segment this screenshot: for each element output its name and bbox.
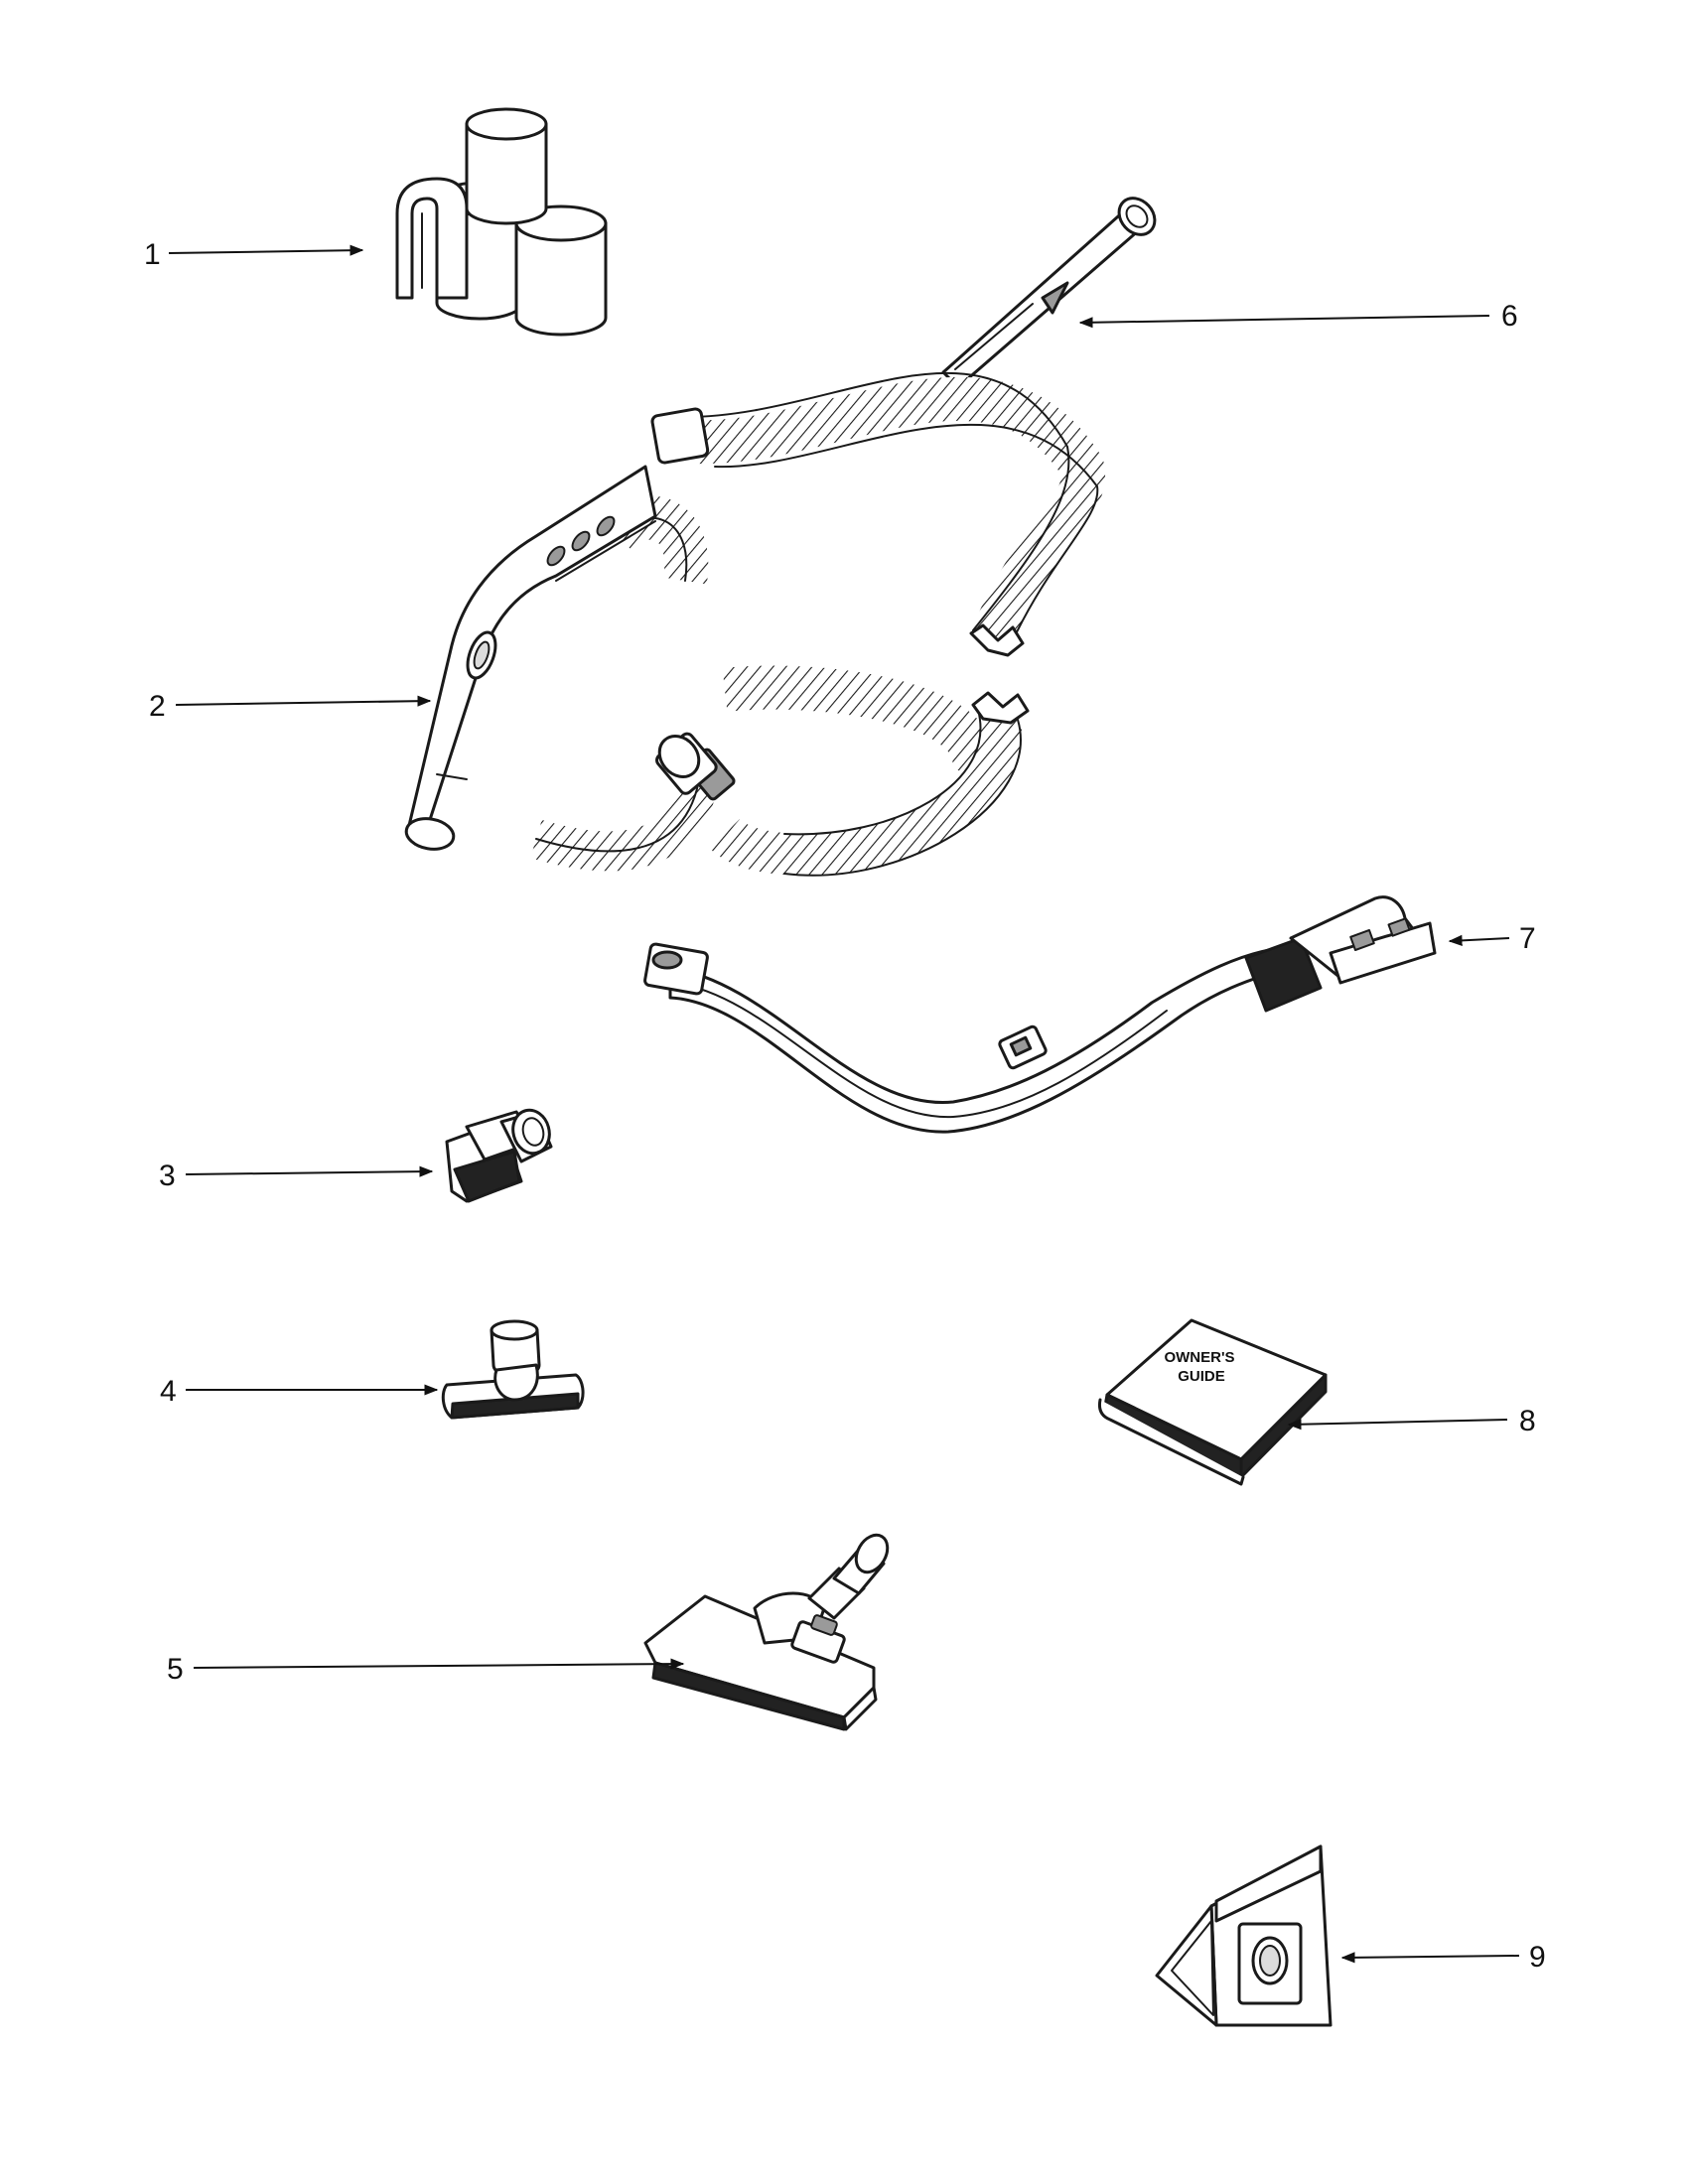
part-7-wand-illustration <box>643 895 1437 1134</box>
callout-9: 9 <box>1529 1941 1546 1974</box>
part-4-upholstery-tool-illustration <box>441 1319 585 1420</box>
callout-3: 3 <box>159 1160 176 1192</box>
callout-labels: 1 2 3 4 5 6 7 8 9 <box>144 238 1546 1974</box>
leader-3 <box>185 1165 434 1177</box>
leader-6 <box>1078 315 1490 329</box>
part-2-hose-illustration <box>404 371 1106 877</box>
leader-8 <box>1287 1419 1508 1431</box>
leader-5 <box>193 1658 685 1670</box>
callout-7: 7 <box>1519 922 1536 955</box>
callout-2: 2 <box>149 690 166 723</box>
part-3-nozzle-illustration <box>445 1108 553 1203</box>
part-8-owners-guide-illustration: OWNER'S GUIDE <box>1098 1318 1328 1486</box>
leader-9 <box>1340 1952 1520 1964</box>
part-1-tool-clip-illustration <box>395 107 608 337</box>
callout-5: 5 <box>167 1653 184 1686</box>
callout-4: 4 <box>160 1375 177 1408</box>
book-cover-line-2: GUIDE <box>1178 1368 1225 1385</box>
part-6-crevice-tool-illustration <box>941 197 1157 389</box>
part-9-dust-bag-illustration <box>1155 1844 1333 2027</box>
callout-6: 6 <box>1501 300 1518 333</box>
leader-1 <box>168 244 364 256</box>
book-cover-line-1: OWNER'S <box>1164 1349 1234 1366</box>
callout-leaders <box>168 244 1520 1964</box>
part-5-floor-nozzle-illustration <box>643 1533 890 1731</box>
callout-8: 8 <box>1519 1405 1536 1437</box>
leader-7 <box>1448 934 1510 946</box>
callout-1: 1 <box>144 238 161 271</box>
leader-2 <box>175 695 432 707</box>
